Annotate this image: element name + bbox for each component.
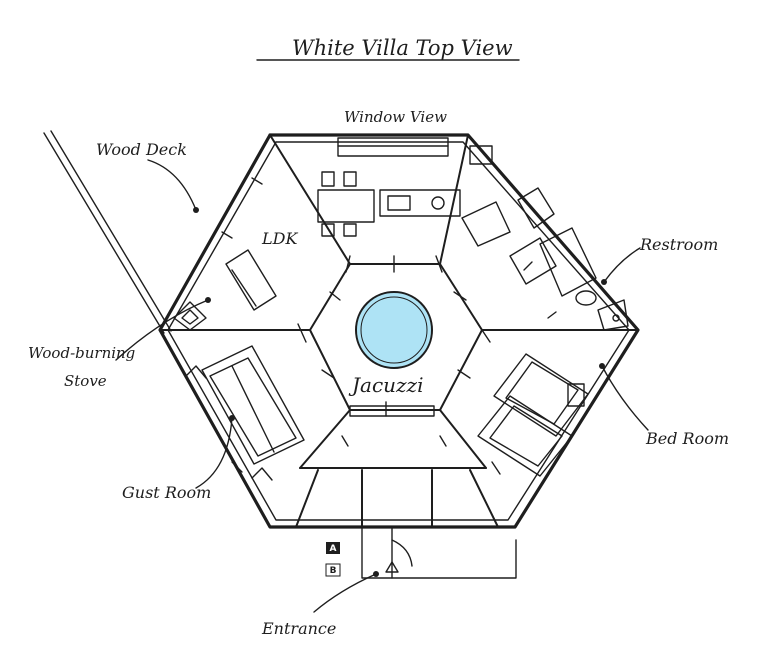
dining-table	[317, 171, 375, 237]
label-entrance: Entrance	[261, 619, 336, 638]
sofa	[225, 249, 277, 311]
interior-partitions	[161, 134, 637, 528]
window-view-openings	[337, 137, 493, 165]
entrance-area	[361, 526, 517, 579]
bed-room-beds	[477, 353, 589, 477]
label-window-view: Window View	[344, 108, 447, 126]
plan-title: White Villa Top View	[292, 36, 513, 60]
svg-text:A: A	[330, 544, 337, 554]
jacuzzi-bench	[349, 405, 435, 417]
restroom-fixtures	[461, 187, 629, 331]
label-wood-deck: Wood Deck	[96, 140, 187, 159]
leader-lines	[115, 159, 649, 613]
guest-room-furniture	[185, 345, 305, 481]
jacuzzi	[355, 291, 433, 369]
label-bed-room: Bed Room	[645, 429, 729, 448]
label-stove: Stove	[64, 372, 107, 390]
label-jacuzzi: Jacuzzi	[348, 373, 424, 397]
marker-a: A	[326, 542, 340, 554]
wall-ticks	[221, 177, 557, 475]
marker-b: B	[325, 563, 341, 577]
svg-text:B: B	[330, 566, 337, 576]
label-guest-room: Gust Room	[122, 483, 211, 502]
wood-burning-stove	[173, 301, 207, 331]
label-ldk: LDK	[261, 229, 298, 248]
label-restroom: Restroom	[639, 235, 718, 254]
kitchen-counter	[379, 189, 461, 217]
leader-dots	[193, 207, 607, 577]
label-wood-burning: Wood-burning	[28, 344, 135, 362]
wood-deck-rails	[43, 130, 172, 334]
